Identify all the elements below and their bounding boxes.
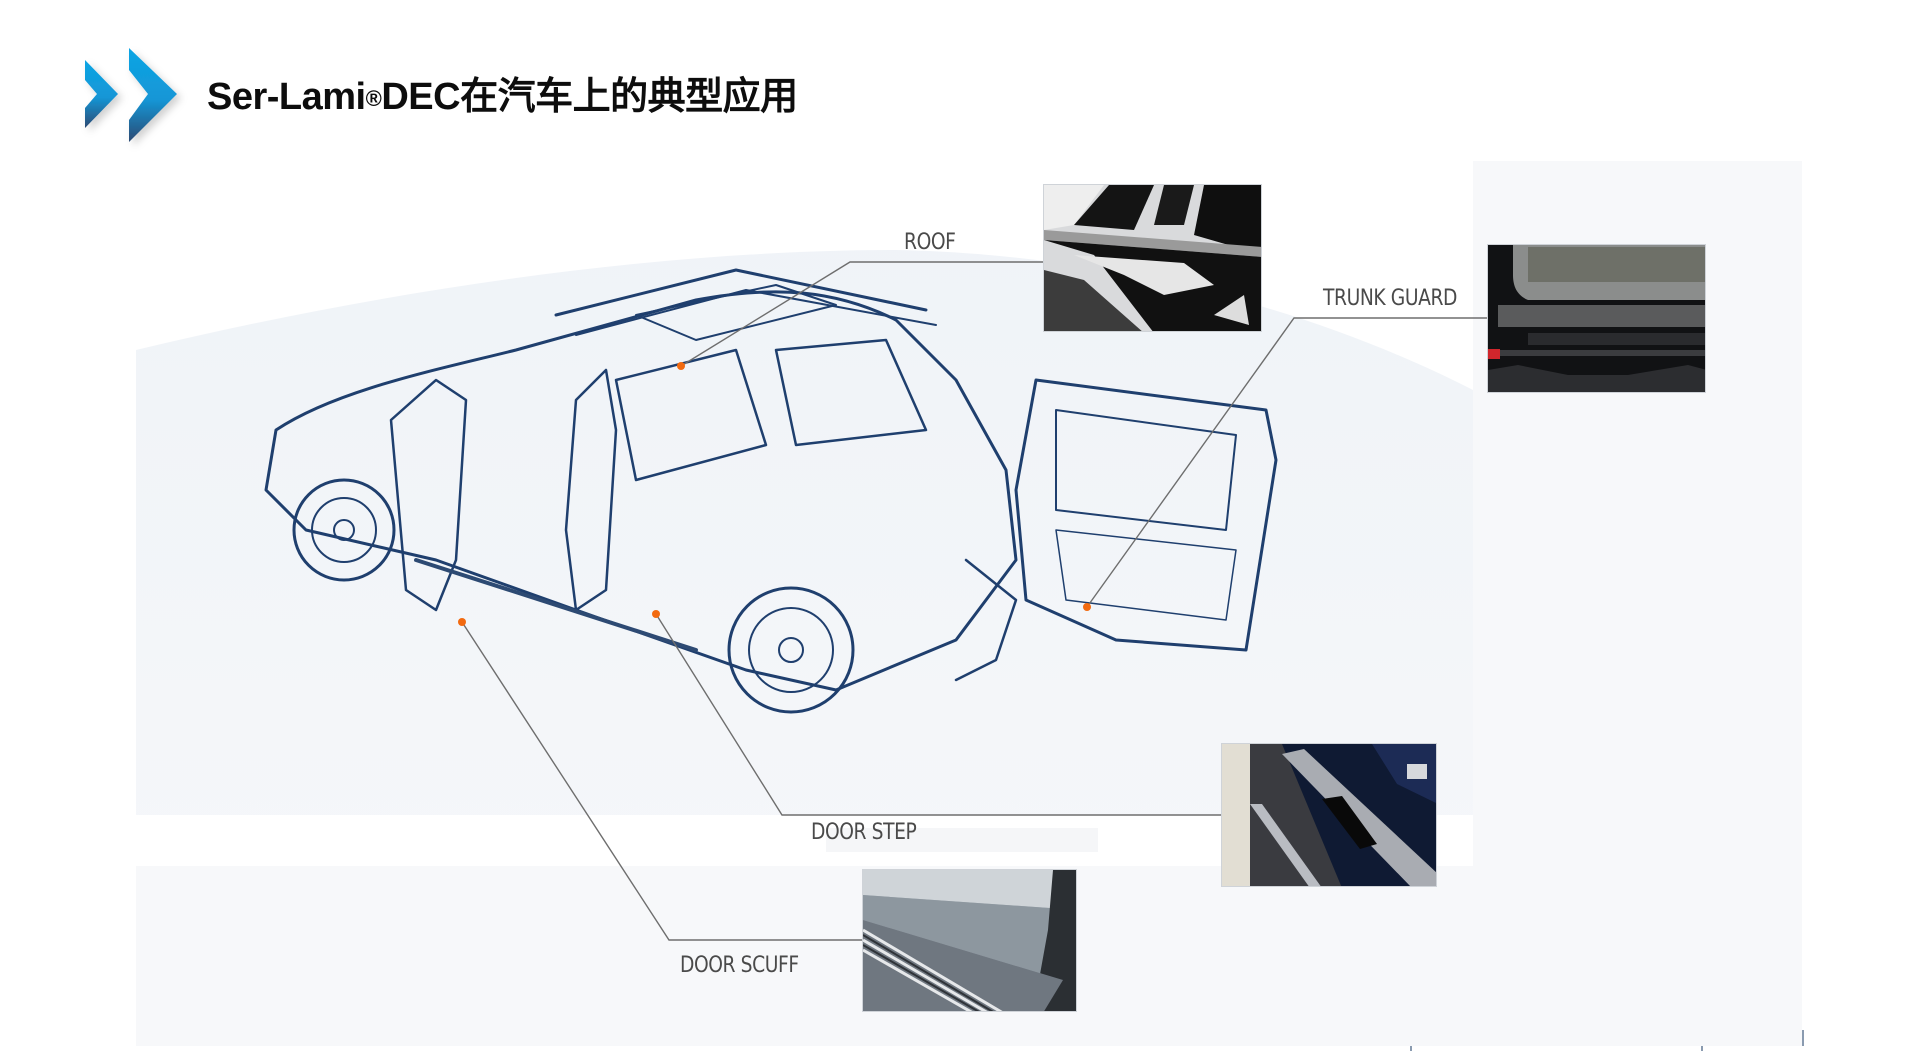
tick-mark xyxy=(1802,1030,1804,1046)
door-scuff-photo xyxy=(862,869,1077,1012)
trunk-guard-photo xyxy=(1487,244,1706,393)
bottom-background-band xyxy=(136,866,1473,1046)
callout-label-roof: ROOF xyxy=(904,230,956,255)
tick-mark xyxy=(1410,1046,1412,1051)
door-step-photo xyxy=(1221,743,1437,887)
title-text: DEC在汽车上的典型应用 xyxy=(381,76,798,118)
title-brand: Ser-Lami xyxy=(207,76,366,118)
door-step-label-background xyxy=(826,828,1098,852)
roof-photo xyxy=(1043,184,1262,332)
double-chevron-right-icon xyxy=(85,48,177,142)
callout-label-trunk-guard: TRUNK GUARD xyxy=(1323,286,1457,311)
page-title: Ser-Lami®DEC在汽车上的典型应用 xyxy=(207,74,798,120)
tick-mark xyxy=(1701,1046,1703,1051)
callout-label-door-scuff: DOOR SCUFF xyxy=(680,953,799,978)
callout-label-door-step: DOOR STEP xyxy=(811,820,917,845)
registered-mark: ® xyxy=(365,86,382,111)
